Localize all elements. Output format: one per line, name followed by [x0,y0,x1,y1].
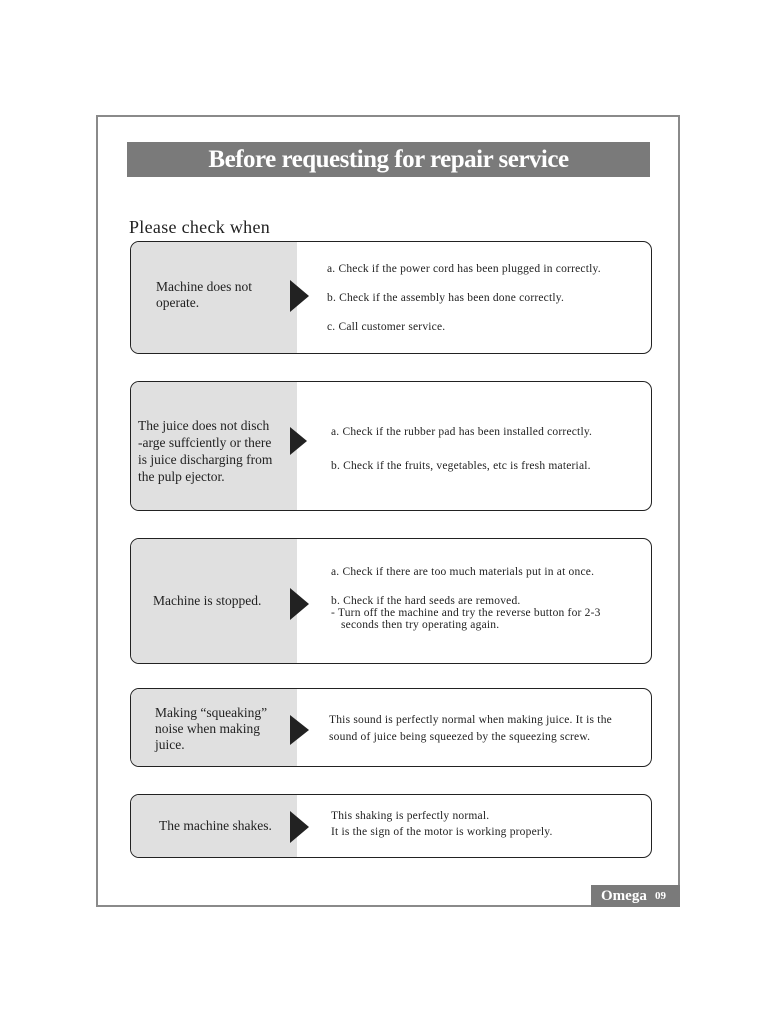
footer-tag: Omega 09 [591,885,680,907]
problem-text: Making “squeaking” noise when making jui… [155,705,268,752]
solution-line: sound of juice being squeezed by the squ… [329,731,591,743]
solution-line: a. Check if there are too much materials… [331,566,595,578]
check-item-squeaking-noise: Making “squeaking” noise when making jui… [130,688,652,767]
check-item-machine-stopped: Machine is stopped. a. Check if there ar… [130,538,652,664]
problem-text: The machine shakes. [159,818,272,833]
problem-panel [131,689,297,766]
solution-line: This shaking is perfectly normal. [331,810,490,822]
page-number: 09 [655,890,666,902]
section-subheading: Please check when [129,217,271,237]
arrow-right-icon [290,427,307,455]
solution-line: seconds then try operating again. [341,619,500,631]
solution-line: b. Check if the assembly has been done c… [327,292,565,304]
arrow-right-icon [290,811,309,843]
check-item-not-operate: Machine does not operate. a. Check if th… [130,241,652,354]
problem-text: Machine is stopped. [153,593,262,608]
solution-line: This sound is perfectly normal when maki… [329,714,612,726]
check-item-machine-shakes: The machine shakes. This shaking is perf… [130,794,652,858]
solution-line: a. Check if the rubber pad has been inst… [331,426,593,438]
solution-line: b. Check if the fruits, vegetables, etc … [331,460,591,472]
problem-panel [131,242,297,353]
check-item-juice-discharge: The juice does not disch -arge suffcient… [130,381,652,511]
brand-name: Omega [601,888,647,904]
arrow-right-icon [290,280,309,312]
page-title: Before requesting for repair service [127,142,650,177]
solution-line: a. Check if the power cord has been plug… [327,263,601,275]
arrow-right-icon [290,588,309,620]
arrow-right-icon [290,715,309,745]
problem-text: Machine does not operate. [156,279,252,310]
solution-line: b. Check if the hard seeds are removed. [331,595,521,607]
problem-panel [131,539,297,663]
solution-line: It is the sign of the motor is working p… [331,826,553,838]
problem-text: The juice does not disch -arge suffcient… [138,418,273,484]
problem-panel [131,795,297,857]
solution-line: c. Call customer service. [327,321,446,333]
problem-panel [131,382,297,510]
solution-line: - Turn off the machine and try the rever… [331,607,601,619]
